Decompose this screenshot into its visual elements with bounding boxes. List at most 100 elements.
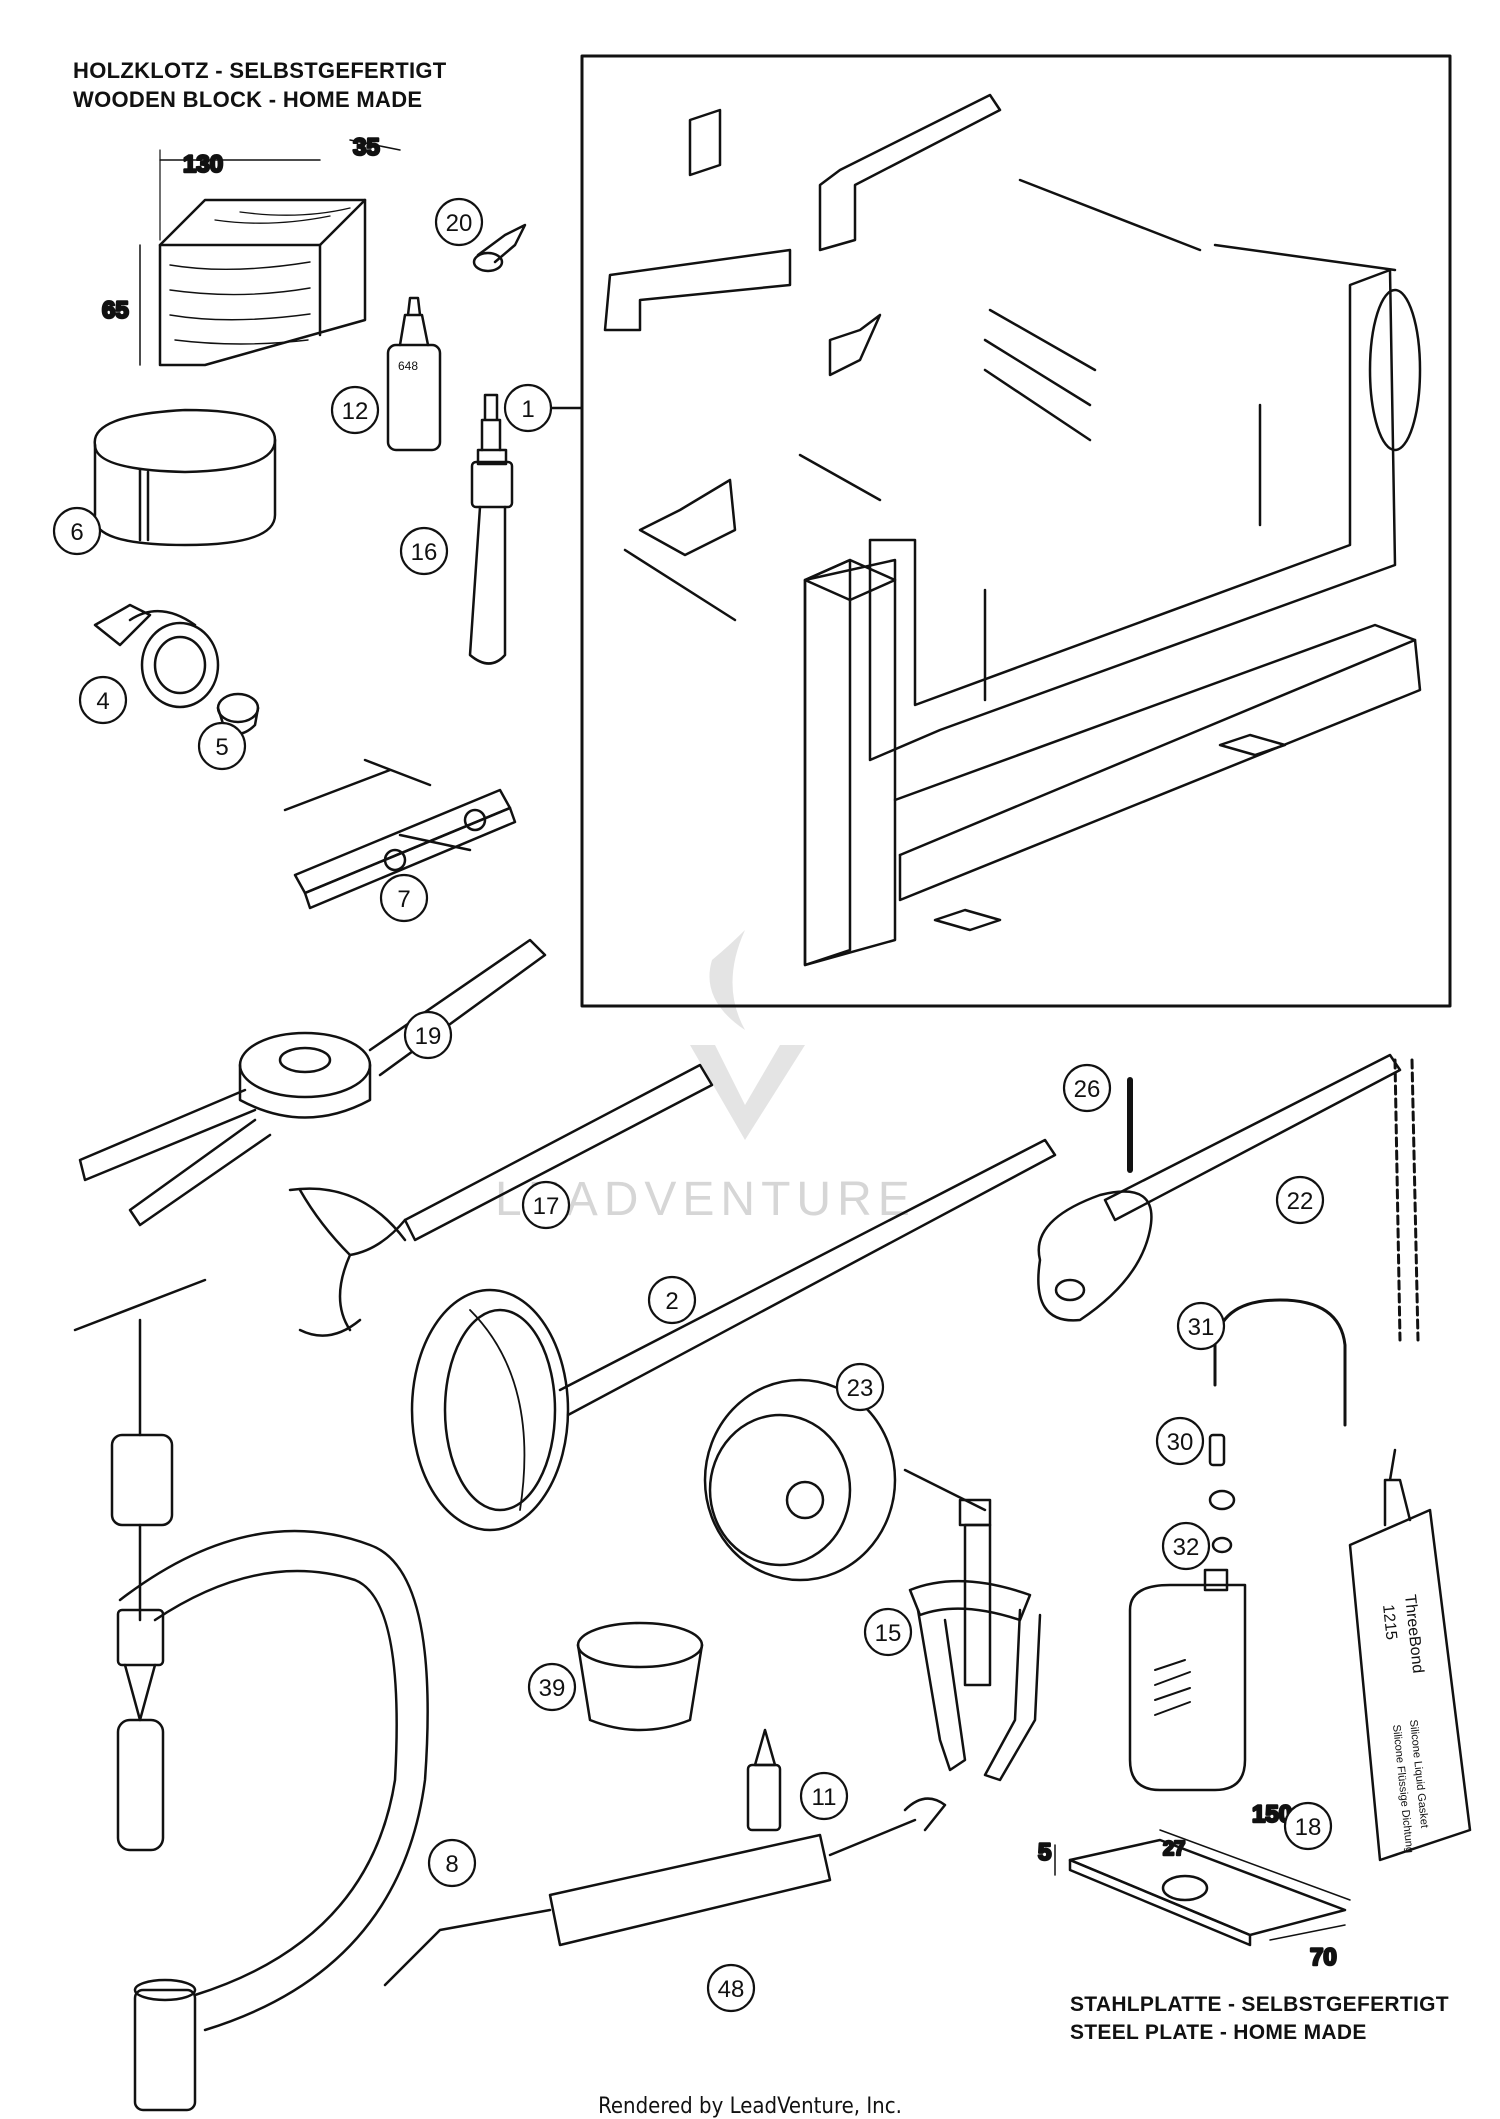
callout-circle bbox=[863, 1607, 913, 1657]
callout-circle bbox=[1283, 1801, 1333, 1851]
gear-puller-icon bbox=[903, 1468, 1042, 1782]
wooden-block-header-en: WOODEN BLOCK - HOME MADE bbox=[73, 87, 423, 112]
callout-number: 15 bbox=[875, 1620, 902, 1647]
wooden-block-header-de: HOLZKLOTZ - SELBSTGEFERTIGT bbox=[73, 58, 447, 83]
callout-18: 18 bbox=[1283, 1801, 1333, 1851]
callout-circle bbox=[1176, 1301, 1226, 1351]
chain-wrench-icon bbox=[1037, 1053, 1420, 1342]
adapter-icon bbox=[93, 603, 220, 709]
callout-4: 4 bbox=[78, 675, 128, 725]
callout-17: 17 bbox=[521, 1180, 571, 1230]
callout-1: 1 bbox=[503, 383, 553, 433]
fork-wrench-icon bbox=[288, 1063, 714, 1337]
block-width-dim: 35 bbox=[353, 134, 380, 161]
callout-circle bbox=[647, 1275, 697, 1325]
callout-7: 7 bbox=[379, 873, 429, 923]
steel-plate-icon bbox=[1054, 1829, 1351, 1947]
callout-5: 5 bbox=[197, 721, 247, 771]
flywheel-disc-icon bbox=[703, 1378, 897, 1582]
callout-number: 8 bbox=[445, 1851, 458, 1878]
nut-icon bbox=[1211, 1536, 1233, 1554]
callout-31: 31 bbox=[1176, 1301, 1226, 1351]
callout-circle bbox=[403, 1010, 453, 1060]
callout-circle bbox=[1161, 1521, 1211, 1571]
callout-number: 18 bbox=[1295, 1814, 1322, 1841]
cap-icon bbox=[1208, 1489, 1236, 1511]
plate-hole-dim: 27 bbox=[1163, 1838, 1185, 1860]
callout-30: 30 bbox=[1155, 1416, 1205, 1466]
callout-11: 11 bbox=[799, 1771, 849, 1821]
callout-circle bbox=[379, 873, 429, 923]
filter-cup-icon bbox=[576, 1621, 704, 1732]
watermark: LEADVENTURE bbox=[495, 930, 910, 1226]
callout-number: 11 bbox=[812, 1784, 837, 1811]
callout-circle bbox=[799, 1771, 849, 1821]
callout-circle bbox=[521, 1180, 571, 1230]
callout-number: 48 bbox=[718, 1976, 745, 2003]
callout-number: 12 bbox=[342, 398, 369, 425]
callout-number: 7 bbox=[397, 886, 410, 913]
callout-2: 2 bbox=[647, 1275, 697, 1325]
nipple-icon bbox=[1208, 1433, 1226, 1467]
callout-circle bbox=[399, 526, 449, 576]
callout-circle bbox=[527, 1662, 577, 1712]
callout-circle bbox=[427, 1838, 477, 1888]
callout-number: 31 bbox=[1188, 1314, 1215, 1341]
callout-circle bbox=[78, 675, 128, 725]
holder-tool-icon bbox=[78, 938, 547, 1227]
block-length-dim: 130 bbox=[183, 151, 223, 178]
callout-circle bbox=[330, 385, 380, 435]
puller-bar-icon bbox=[283, 758, 517, 910]
callout-number: 1 bbox=[521, 396, 534, 423]
threebond-number: 1215 bbox=[1379, 1604, 1400, 1641]
callout-23: 23 bbox=[835, 1362, 885, 1412]
threebond-tube-icon: ThreeBond 1215 Silicone Liquid Gasket Si… bbox=[1348, 1448, 1472, 1862]
tube-icon bbox=[1213, 1298, 1347, 1427]
callout-number: 39 bbox=[539, 1675, 566, 1702]
callout-8: 8 bbox=[427, 1838, 477, 1888]
small-bottle-icon bbox=[746, 1728, 782, 1832]
callout-15: 15 bbox=[863, 1607, 913, 1657]
callout-number: 22 bbox=[1287, 1188, 1314, 1215]
footer-credit: Rendered by LeadVenture, Inc. bbox=[598, 2094, 902, 2119]
plate-thickness-dim: 5 bbox=[1038, 1839, 1051, 1866]
c-clamp-icon bbox=[73, 1278, 429, 2112]
callout-circle bbox=[197, 721, 247, 771]
callout-number: 16 bbox=[411, 539, 438, 566]
screw-icon bbox=[472, 223, 527, 273]
ring-icon bbox=[93, 408, 277, 547]
grease-gun-icon bbox=[383, 1797, 947, 1987]
assembly-frame-box bbox=[580, 54, 1452, 1008]
engine-stand-icon bbox=[603, 93, 1422, 967]
callout-number: 2 bbox=[665, 1288, 678, 1315]
callout-39: 39 bbox=[527, 1662, 577, 1712]
steel-plate-header-de: STAHLPLATTE - SELBSTGEFERTIGT bbox=[1070, 1993, 1449, 2016]
oil-canister-icon bbox=[1128, 1568, 1247, 1792]
steel-plate-header-en: STEEL PLATE - HOME MADE bbox=[1070, 2021, 1367, 2044]
threebond-brand: ThreeBond bbox=[1401, 1594, 1426, 1675]
callout-32: 32 bbox=[1161, 1521, 1211, 1571]
callout-number: 19 bbox=[415, 1023, 442, 1050]
callout-19: 19 bbox=[403, 1010, 453, 1060]
callout-circle bbox=[1062, 1063, 1112, 1113]
callout-number: 4 bbox=[96, 688, 109, 715]
callout-circle bbox=[835, 1362, 885, 1412]
callout-number: 20 bbox=[446, 210, 473, 237]
callout-48: 48 bbox=[706, 1963, 756, 2013]
callout-circle bbox=[434, 197, 484, 247]
callout-number: 32 bbox=[1173, 1534, 1200, 1561]
block-height-dim: 65 bbox=[102, 297, 129, 324]
callout-20: 20 bbox=[434, 197, 484, 247]
wooden-block-icon bbox=[139, 139, 401, 367]
plate-width-dim: 70 bbox=[1310, 1944, 1337, 1971]
callout-circle bbox=[706, 1963, 756, 2013]
callout-circle bbox=[1155, 1416, 1205, 1466]
callout-26: 26 bbox=[1062, 1063, 1112, 1113]
callout-number: 5 bbox=[215, 734, 228, 761]
callout-number: 6 bbox=[70, 519, 83, 546]
callout-circle bbox=[52, 506, 102, 556]
loctite-label: 648 bbox=[398, 359, 418, 373]
